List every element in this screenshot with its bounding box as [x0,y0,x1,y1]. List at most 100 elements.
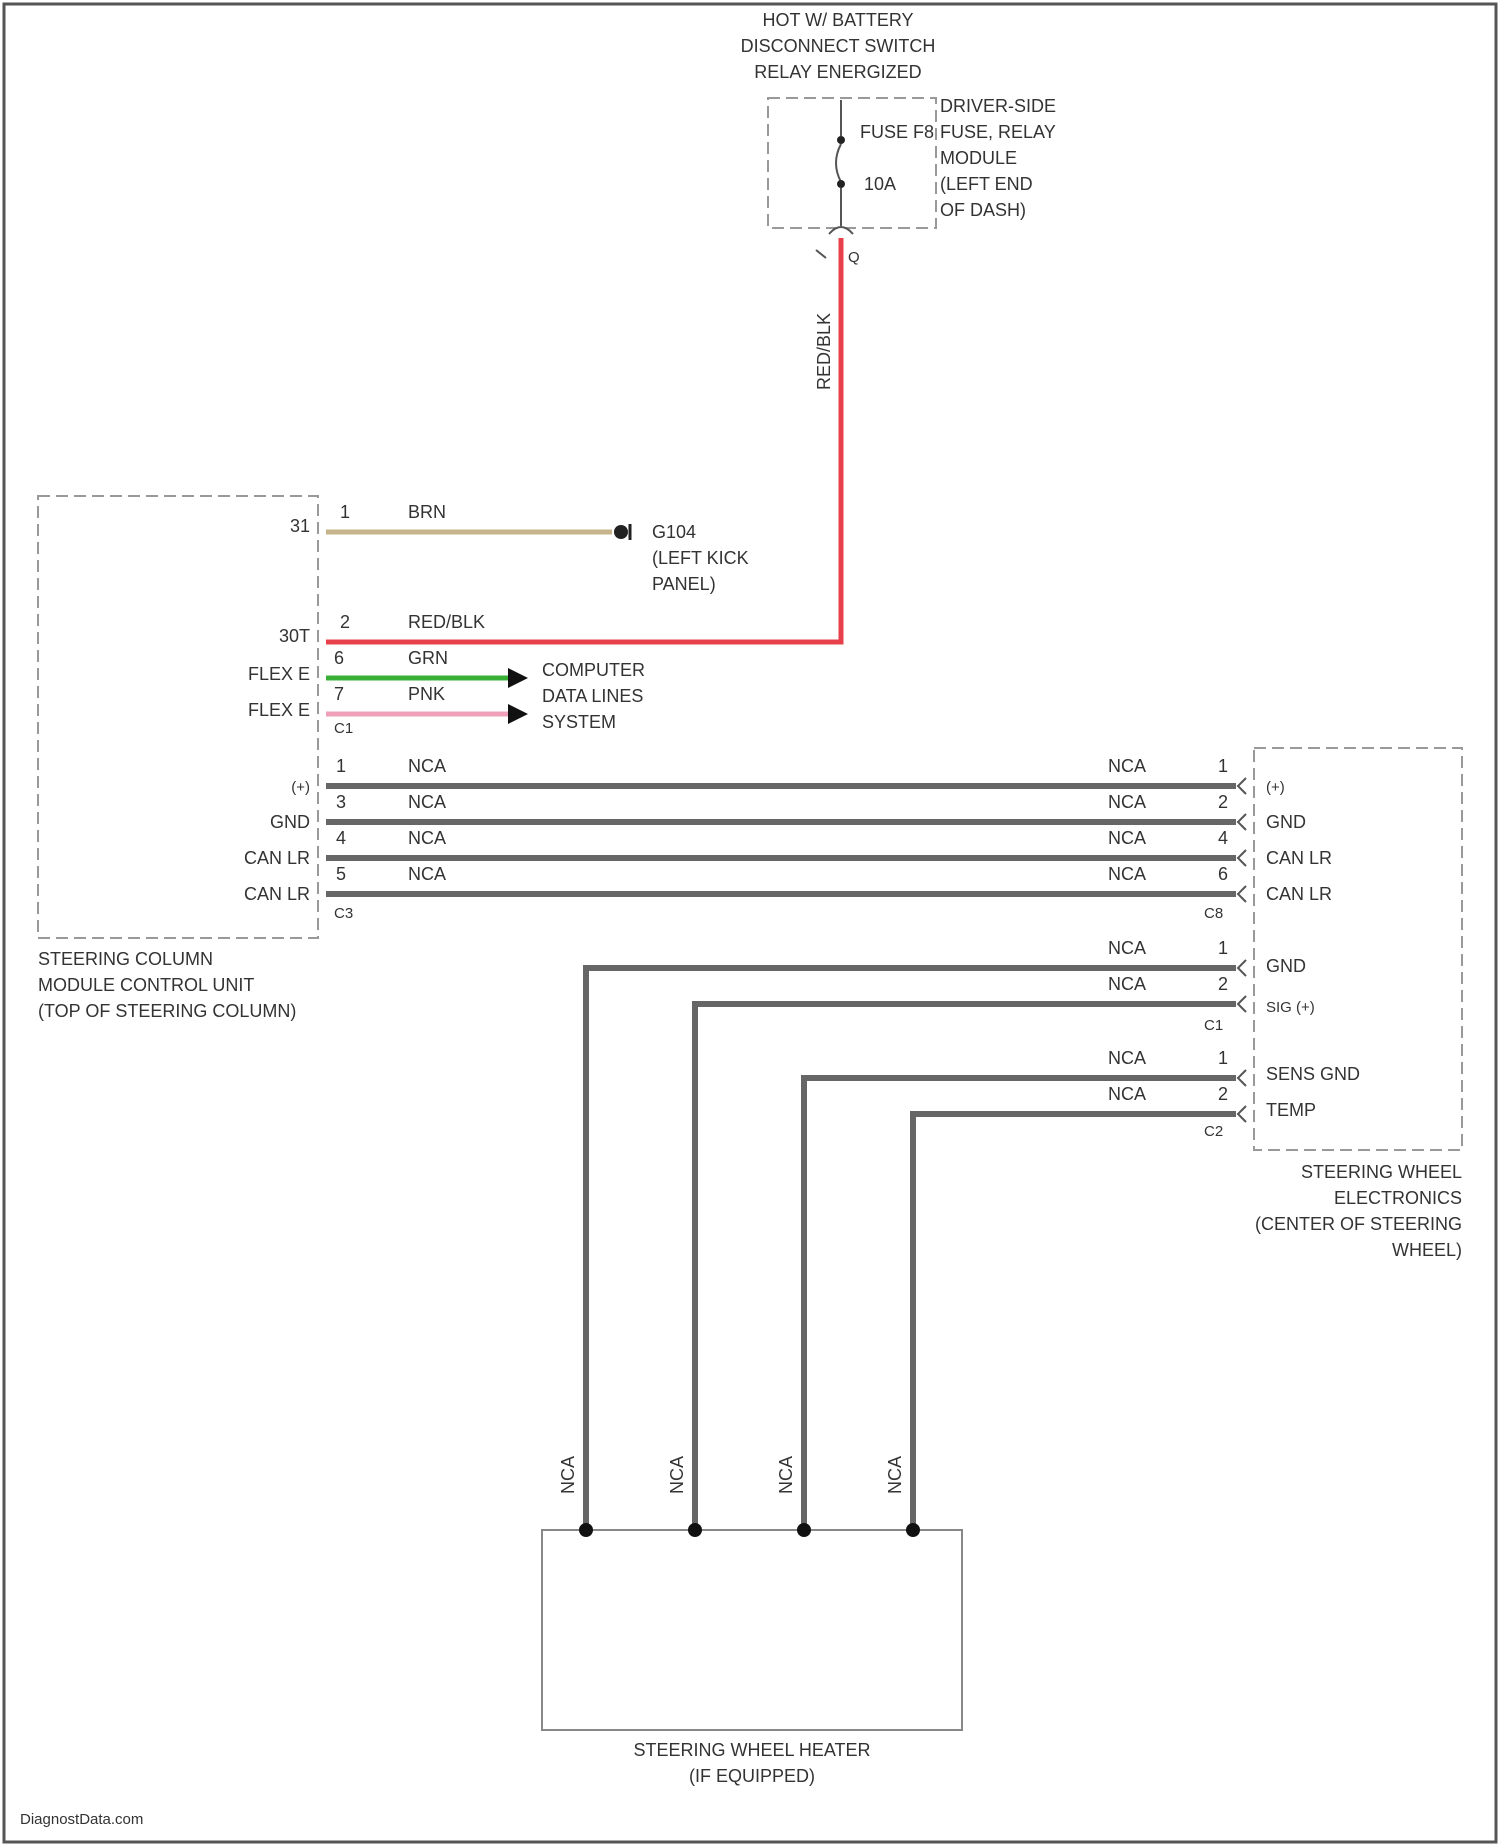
heater-wire-label: NCA [558,1456,578,1494]
swe-c1-wire: NCA [1108,974,1146,994]
swe-connector-c2: C2 [1204,1123,1223,1140]
swe-c2-wire: NCA [1108,1084,1146,1104]
swe-c8-label: GND [1266,812,1306,832]
ground-label: G104 (LEFT KICK PANEL) [652,522,749,594]
fuse-module-box [768,98,936,228]
sccm-c3-label: CAN LR [244,848,310,868]
sccm-c3-pin: 1 [336,756,346,776]
computer-data-line-1: COMPUTER [542,660,645,680]
heater-wire-label: NCA [885,1456,905,1494]
computer-data-line-2: DATA LINES [542,686,643,706]
swe-c8-wire: NCA [1108,828,1146,848]
swe-c8-pin: 4 [1218,828,1228,848]
fuse-amperage: 10A [864,174,896,194]
sccm-name-line-3: (TOP OF STEERING COLUMN) [38,1001,296,1021]
fuse-module-line-3: MODULE [940,148,1017,168]
swe-c2-pins: NCA 1 SENS GND NCA 2 TEMP C2 [1108,1048,1360,1140]
fuse-connector-label: Q [848,249,860,266]
diagram-frame [4,4,1496,1842]
fuse-wire-color: RED/BLK [814,313,834,390]
wire-heater-3 [804,1078,1236,1530]
swe-c8-pin: 6 [1218,864,1228,884]
fuse-header: HOT W/ BATTERY DISCONNECT SWITCH RELAY E… [741,10,936,82]
sccm-c3-wire: NCA [408,864,446,884]
swe-c8-pin: 2 [1218,792,1228,812]
heater-name: STEERING WHEEL HEATER (IF EQUIPPED) [633,1740,870,1786]
fuse-module-line-4: (LEFT END [940,174,1033,194]
sccm-connector-c1: C1 [334,720,353,737]
swe-box [1254,748,1462,1150]
sccm-pin-label: FLEX E [248,700,310,720]
swe-c8-label: CAN LR [1266,884,1332,904]
swe-c8-wire: NCA [1108,864,1146,884]
swe-connector-marks [1238,778,1246,1122]
sccm-connector-c3: C3 [334,905,353,922]
sccm-c3-pin: 4 [336,828,346,848]
sccm-name-line-2: MODULE CONTROL UNIT [38,975,254,995]
swe-c1-pin: 1 [1218,938,1228,958]
wire-heater-4 [913,1114,1236,1530]
sccm-wire-label: BRN [408,502,446,522]
ground-name: G104 [652,522,696,542]
swe-c2-label: TEMP [1266,1100,1316,1120]
watermark: DiagnostData.com [20,1811,143,1828]
fuse-label: FUSE F8 [860,122,934,142]
swe-name-line-1: STEERING WHEEL [1301,1162,1462,1182]
swe-connector-c8: C8 [1204,905,1223,922]
swe-c8-pin: 1 [1218,756,1228,776]
sccm-pin-number: 6 [334,648,344,668]
sccm-c3-wire: NCA [408,792,446,812]
swe-c1-wire: NCA [1108,938,1146,958]
sccm-c3-pin: 3 [336,792,346,812]
fuse-module-line-1: DRIVER-SIDE [940,96,1056,116]
heater-wire-labels: NCA NCA NCA NCA [558,1456,905,1494]
fuse-header-line-1: HOT W/ BATTERY [762,10,913,30]
swe-c8-label: (+) [1266,779,1285,796]
sccm-name-line-1: STEERING COLUMN [38,949,213,969]
swe-c8-pins: NCA 1 (+) NCA 2 GND NCA 4 CAN LR NCA 6 C… [1108,756,1332,922]
sccm-pin-label: 31 [290,516,310,536]
heater-box [542,1530,962,1730]
sccm-c3-pins: (+) 1 NCA GND 3 NCA CAN LR 4 NCA CAN LR … [244,756,446,922]
ground-location-2: PANEL) [652,574,716,594]
heater-wire-label: NCA [776,1456,796,1494]
swe-c8-wire: NCA [1108,792,1146,812]
sccm-c3-pin: 5 [336,864,346,884]
ground-location-1: (LEFT KICK [652,548,749,568]
heater-name-line-1: STEERING WHEEL HEATER [633,1740,870,1760]
fuse-module-line-2: FUSE, RELAY [940,122,1056,142]
swe-name-line-3: (CENTER OF STEERING [1255,1214,1462,1234]
sccm-c3-wire: NCA [408,756,446,776]
sccm-wire-label: GRN [408,648,448,668]
fuse-module-name: DRIVER-SIDE FUSE, RELAY MODULE (LEFT END… [940,96,1056,220]
sccm-pin-label: FLEX E [248,664,310,684]
fuse-symbol [836,100,845,226]
sccm-c1-pins: 31 1 BRN 30T 2 RED/BLK FLEX E 6 GRN FLEX… [248,502,485,737]
swe-c2-label: SENS GND [1266,1064,1360,1084]
ground-symbol [614,524,630,540]
sccm-c3-label: (+) [291,779,310,796]
swe-c1-pin: 2 [1218,974,1228,994]
swe-c1-pins: NCA 1 GND NCA 2 SIG (+) C1 [1108,938,1315,1034]
swe-c1-label: SIG (+) [1266,999,1315,1016]
swe-name-line-4: WHEEL) [1392,1240,1462,1260]
swe-c8-wire: NCA [1108,756,1146,776]
sccm-c3-label: CAN LR [244,884,310,904]
wire-heater-2 [695,1004,1236,1530]
fuse-header-line-3: RELAY ENERGIZED [754,62,921,82]
sccm-c3-label: GND [270,812,310,832]
fuse-header-line-2: DISCONNECT SWITCH [741,36,936,56]
sccm-wire-label: PNK [408,684,445,704]
heater-name-line-2: (IF EQUIPPED) [689,1766,815,1786]
heater-wire-label: NCA [667,1456,687,1494]
sccm-pin-number: 2 [340,612,350,632]
sccm-pin-number: 7 [334,684,344,704]
fuse-module-line-5: OF DASH) [940,200,1026,220]
swe-name-line-2: ELECTRONICS [1334,1188,1462,1208]
sccm-c3-wire: NCA [408,828,446,848]
swe-c2-pin: 1 [1218,1048,1228,1068]
sccm-wire-label: RED/BLK [408,612,485,632]
sccm-name: STEERING COLUMN MODULE CONTROL UNIT (TOP… [38,949,296,1021]
swe-connector-c1: C1 [1204,1017,1223,1034]
